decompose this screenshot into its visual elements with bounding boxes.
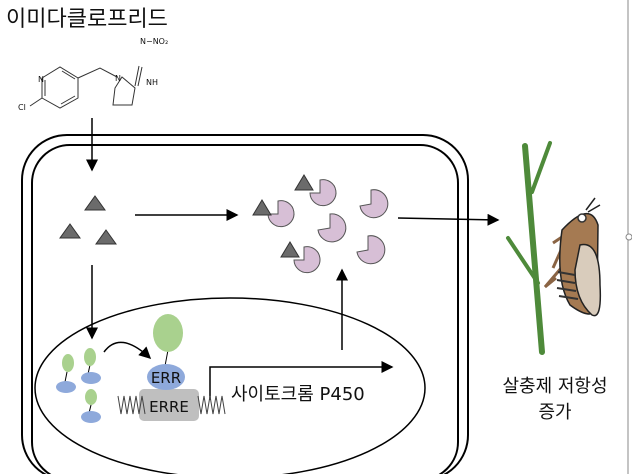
imidacloprid-structure <box>29 65 143 109</box>
n-label: N <box>38 75 44 84</box>
bound-triangle <box>294 174 314 191</box>
p450-enzyme <box>356 235 386 265</box>
cell-wall <box>21 134 469 474</box>
imidacloprid-triangle <box>84 195 106 211</box>
imidacloprid-triangle <box>59 223 81 239</box>
outcome-line2: 증가 <box>538 402 571 423</box>
err-receptor <box>147 364 185 390</box>
p450-enzyme <box>317 213 347 243</box>
n1-label: N <box>115 74 121 83</box>
outcome-line1: 살충제 저항성 <box>502 376 607 397</box>
resistance-arrow <box>397 213 500 226</box>
title: 이미다클로프리드 <box>6 7 168 32</box>
transcription-arrow <box>209 361 394 400</box>
errre-label: ERRE <box>149 398 189 416</box>
p450-enzyme <box>267 200 295 228</box>
nitro-label: N−NO₂ <box>140 37 168 46</box>
nh-label: NH <box>146 78 158 87</box>
bound-ligand <box>153 314 183 352</box>
err-label: ERR <box>151 369 181 387</box>
cl-label: Cl <box>18 103 26 112</box>
p450-enzyme <box>293 246 321 274</box>
bound-triangle <box>252 199 272 216</box>
grass-stem <box>506 141 552 355</box>
ligand-link <box>164 349 169 367</box>
imidacloprid-triangle <box>95 229 117 245</box>
insect-icon <box>543 197 602 317</box>
cytochrome-p450-label: 사이토크롬 P450 <box>231 384 365 405</box>
errre-box <box>139 389 199 421</box>
resize-handle[interactable] <box>625 233 632 241</box>
p450-enzyme <box>359 189 389 219</box>
dna-helix <box>117 395 226 415</box>
bound-triangle <box>280 241 300 258</box>
free-receptors <box>56 348 101 423</box>
cell-membrane <box>31 144 459 474</box>
nucleus <box>34 297 426 474</box>
p450-enzyme <box>309 179 337 207</box>
activation-arrow <box>103 341 152 360</box>
